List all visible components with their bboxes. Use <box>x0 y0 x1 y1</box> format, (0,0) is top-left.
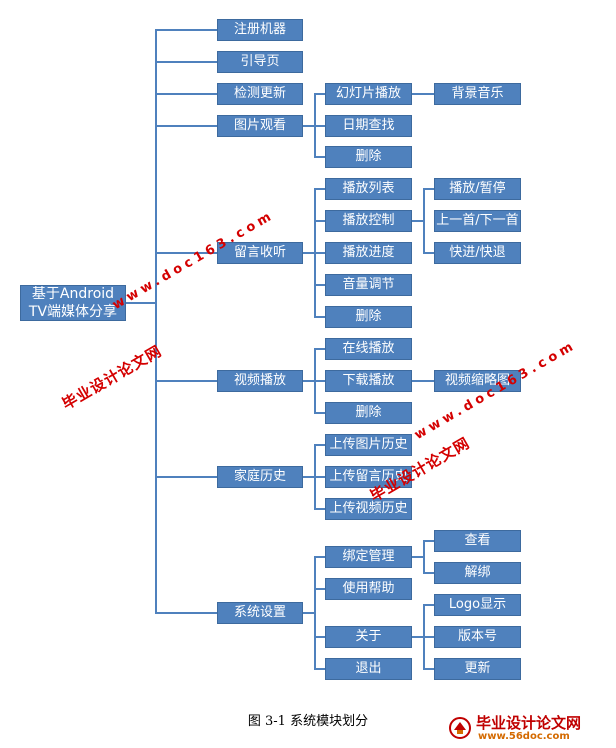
node-online-play: 在线播放 <box>325 338 412 360</box>
node-register: 注册机器 <box>217 19 303 41</box>
connector <box>423 540 425 574</box>
logo-url: www.56doc.com <box>478 731 570 742</box>
connector <box>412 220 424 222</box>
connector <box>423 668 434 670</box>
connector <box>423 636 434 638</box>
node-logo-display: Logo显示 <box>434 594 521 616</box>
node-version: 版本号 <box>434 626 521 648</box>
node-upload-photo: 上传图片历史 <box>325 434 412 456</box>
node-date-search: 日期查找 <box>325 115 412 137</box>
site-logo: 毕业设计论文网 www.56doc.com <box>448 712 613 746</box>
node-upload-message: 上传留言历史 <box>325 466 412 488</box>
node-thumbnail: 视频缩略图 <box>434 370 521 392</box>
connector <box>303 476 315 478</box>
node-message-delete: 删除 <box>325 306 412 328</box>
connector <box>155 125 217 127</box>
node-guide: 引导页 <box>217 51 303 73</box>
connector <box>314 380 325 382</box>
connector <box>314 556 325 558</box>
connector <box>314 476 325 478</box>
node-play-control: 播放控制 <box>325 210 412 232</box>
node-video: 视频播放 <box>217 370 303 392</box>
node-refresh: 更新 <box>434 658 521 680</box>
figure-caption: 图 3-1 系统模块划分 <box>247 714 369 729</box>
connector <box>314 93 325 95</box>
connector <box>314 556 316 670</box>
node-view: 查看 <box>434 530 521 552</box>
connector <box>314 636 325 638</box>
connector <box>314 316 325 318</box>
connector <box>423 188 425 254</box>
connector <box>155 29 217 31</box>
connector <box>423 572 434 574</box>
connector <box>155 93 217 95</box>
connector <box>155 612 217 614</box>
logo-mark-icon <box>449 717 471 739</box>
node-slideshow: 幻灯片播放 <box>325 83 412 105</box>
node-fast: 快进/快退 <box>434 242 521 264</box>
connector <box>303 125 315 127</box>
node-video-delete: 删除 <box>325 402 412 424</box>
node-bg-music: 背景音乐 <box>434 83 521 105</box>
node-play-progress: 播放进度 <box>325 242 412 264</box>
connector <box>155 30 157 614</box>
node-update: 检测更新 <box>217 83 303 105</box>
node-logout: 退出 <box>325 658 412 680</box>
node-settings: 系统设置 <box>217 602 303 624</box>
connector <box>303 252 315 254</box>
connector <box>314 444 325 446</box>
connector <box>126 302 156 304</box>
node-photo: 图片观看 <box>217 115 303 137</box>
node-about: 关于 <box>325 626 412 648</box>
connector <box>314 252 325 254</box>
connector <box>314 348 325 350</box>
node-volume: 音量调节 <box>325 274 412 296</box>
connector <box>314 125 325 127</box>
node-binding: 绑定管理 <box>325 546 412 568</box>
connector <box>423 188 434 190</box>
connector <box>155 380 217 382</box>
connector <box>314 668 325 670</box>
root-node: 基于Android TV端媒体分享 <box>20 285 126 321</box>
node-unbind: 解绑 <box>434 562 521 584</box>
node-prev-next: 上一首/下一首 <box>434 210 521 232</box>
connector <box>314 508 325 510</box>
connector <box>314 284 325 286</box>
connector <box>314 412 325 414</box>
connector <box>155 252 217 254</box>
node-download-play: 下载播放 <box>325 370 412 392</box>
node-message: 留言收听 <box>217 242 303 264</box>
node-play-list: 播放列表 <box>325 178 412 200</box>
node-help: 使用帮助 <box>325 578 412 600</box>
connector <box>314 220 325 222</box>
connector <box>155 476 217 478</box>
logo-text: 毕业设计论文网 <box>476 714 582 732</box>
node-upload-video: 上传视频历史 <box>325 498 412 520</box>
connector <box>314 188 325 190</box>
connector <box>155 61 217 63</box>
connector <box>412 556 424 558</box>
connector <box>303 612 315 614</box>
connector <box>412 636 424 638</box>
connector <box>412 380 434 382</box>
connector <box>423 540 434 542</box>
node-play-pause: 播放/暂停 <box>434 178 521 200</box>
connector <box>314 156 325 158</box>
connector <box>423 604 434 606</box>
connector <box>303 380 315 382</box>
node-photo-delete: 删除 <box>325 146 412 168</box>
node-history: 家庭历史 <box>217 466 303 488</box>
connector <box>412 93 434 95</box>
connector <box>314 588 325 590</box>
connector <box>423 252 434 254</box>
